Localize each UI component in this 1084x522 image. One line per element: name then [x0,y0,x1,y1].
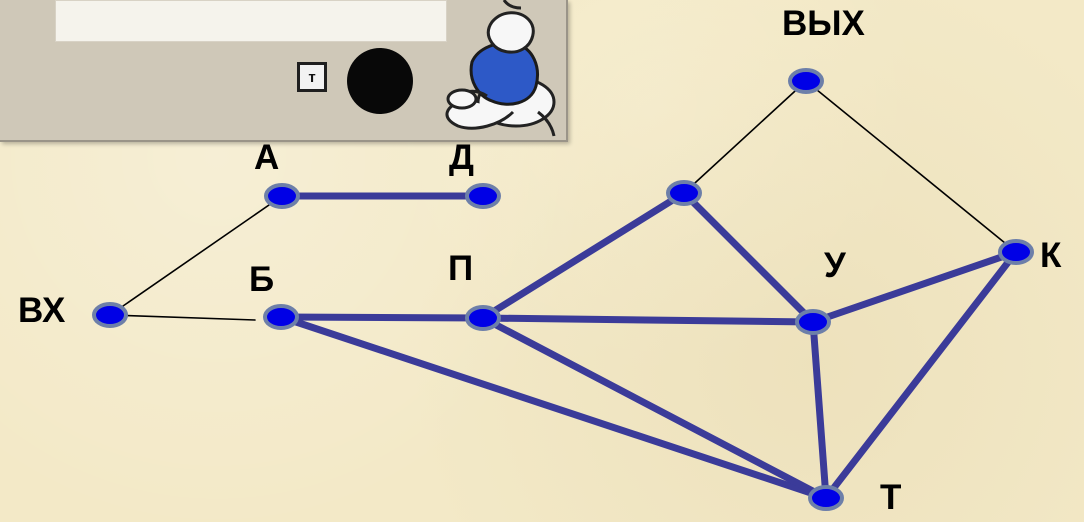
edge-p-t [479,314,830,502]
node-vx [92,302,128,328]
edge-t-k [822,248,1020,502]
node-b [263,304,299,330]
inset-small-box: т [297,62,327,92]
inset-photo: т [0,0,568,142]
edge-b-t [277,313,830,502]
node-u [795,309,831,335]
label-d: Д [449,138,474,177]
edge-node1-vyh [683,80,807,194]
graph-edges [109,80,1020,502]
edge-b-p [277,313,487,322]
node-k [998,239,1034,265]
mascot-icon [445,0,556,137]
label-a: А [254,138,280,177]
inset-card [55,0,447,42]
edge-u-k [809,248,1020,326]
edge-node1-u [680,189,817,326]
node-d [465,183,501,209]
label-b: Б [249,260,275,299]
edge-vyh-k [805,80,1017,253]
edge-p-u [479,314,817,326]
inset-black-circle [347,48,413,114]
node-a [264,183,300,209]
label-vyh: ВЫХ [782,4,865,43]
label-p: П [448,249,474,288]
label-t: Т [880,478,902,517]
graph-nodes [92,68,1034,511]
node-t [808,485,844,511]
node-vyh [788,68,824,94]
node-upper-middle [666,180,702,206]
label-vx: ВХ [18,291,66,330]
node-p [465,305,501,331]
inset-small-box-letter: т [308,68,316,86]
edge-u-t [809,318,830,502]
edge-p-node1 [479,189,688,322]
label-u: У [824,246,846,285]
edge-vx-b [109,314,256,321]
edge-vx-a [109,195,283,316]
label-k: К [1040,236,1062,275]
